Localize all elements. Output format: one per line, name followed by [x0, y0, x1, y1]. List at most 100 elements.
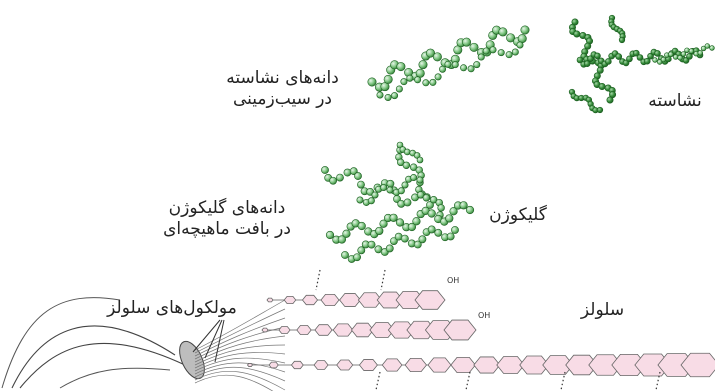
- starch-label: نشاسته: [648, 91, 702, 111]
- glucose-bead: [375, 226, 384, 236]
- glucose-bead: [407, 222, 417, 232]
- glucose-bead: [594, 52, 601, 60]
- glucose-bead: [686, 53, 693, 60]
- oh-label-2: OH: [478, 311, 490, 320]
- glucose-bead: [520, 25, 530, 35]
- glucose-bead: [583, 60, 591, 67]
- glucose-ring: [404, 357, 428, 373]
- glucose-ring: [332, 323, 354, 337]
- glucose-bead: [427, 225, 436, 234]
- microfibril: [194, 326, 286, 360]
- glucose-bead: [389, 237, 398, 245]
- fiber-strand: [1, 297, 121, 389]
- glycogen-granule: [321, 141, 475, 263]
- glucose-bead: [432, 52, 442, 62]
- glucose-bead: [389, 213, 398, 222]
- glucose-bead: [618, 36, 626, 44]
- glucose-bead: [402, 161, 411, 169]
- glucose-bead: [517, 34, 527, 44]
- glucose-bead: [412, 217, 421, 226]
- glucose-ring: [443, 319, 477, 341]
- glucose-bead: [397, 199, 406, 208]
- glucose-bead: [353, 253, 361, 262]
- glucose-bead: [498, 27, 508, 37]
- glucose-bead: [596, 106, 604, 114]
- pointer-line: [214, 319, 225, 363]
- glucose-bead: [321, 166, 329, 174]
- glucose-bead: [445, 214, 454, 223]
- cellulose-fiber: [1, 297, 286, 391]
- hydrogen-bond: [315, 269, 321, 291]
- potato-starch-label: دانه‌های نشاسته در سیب‌زمینی: [226, 68, 339, 109]
- glucose-bead: [677, 55, 683, 61]
- glucose-ring: [261, 327, 269, 333]
- glucose-bead: [684, 47, 690, 53]
- glucose-ring: [450, 356, 476, 374]
- glucose-ring: [278, 326, 291, 334]
- glucose-bead: [437, 204, 445, 212]
- glucose-bead: [465, 205, 475, 215]
- glucose-bead: [329, 176, 337, 185]
- fiber-outline: [19, 342, 186, 389]
- glucose-bead: [584, 42, 592, 50]
- glucose-bead: [343, 168, 352, 177]
- glucose-bead: [451, 61, 459, 69]
- glucose-bead: [449, 207, 458, 216]
- glucose-ring: [313, 360, 329, 370]
- fiber-strand: [59, 367, 171, 389]
- glucose-ring: [314, 324, 333, 336]
- microfibril: [194, 344, 286, 366]
- glucose-bead: [413, 240, 422, 249]
- fiber-outline: [11, 325, 176, 389]
- glucose-bead: [654, 50, 661, 57]
- potato-starch-granule: [367, 25, 530, 101]
- microfibril: [194, 362, 286, 375]
- glucose-ring: [268, 361, 279, 369]
- glucose-bead: [672, 54, 679, 60]
- glucose-bead: [489, 46, 497, 54]
- glucose-ring: [290, 360, 304, 370]
- glucose-bead: [416, 176, 424, 184]
- glucose-bead: [660, 56, 667, 63]
- glucose-bead: [354, 172, 362, 180]
- pointer-line: [192, 319, 221, 353]
- glucose-bead: [379, 219, 388, 228]
- glucose-bead: [391, 92, 399, 100]
- glucose-bead: [341, 251, 349, 259]
- glucose-bead: [349, 167, 358, 176]
- glucose-bead: [596, 66, 604, 74]
- glucose-bead: [357, 221, 366, 231]
- glucose-bead: [573, 30, 581, 38]
- glucose-bead: [403, 148, 411, 156]
- glucose-bead: [439, 65, 447, 73]
- glucose-bead: [462, 37, 472, 47]
- glucose-bead: [410, 174, 418, 182]
- glucose-bead: [444, 60, 452, 68]
- hydrogen-bond: [655, 371, 661, 391]
- glucose-bead: [632, 49, 640, 57]
- glucose-bead: [434, 73, 442, 81]
- glucose-bead: [357, 180, 365, 189]
- glucose-bead: [697, 50, 703, 56]
- pointer-line: [204, 319, 223, 359]
- glucose-bead: [422, 79, 430, 87]
- glucose-bead: [598, 83, 606, 91]
- glucose-bead: [680, 51, 687, 57]
- glucose-bead: [429, 78, 437, 86]
- glucose-bead: [459, 201, 468, 210]
- glucose-bead: [446, 232, 455, 241]
- glucose-bead: [376, 91, 384, 99]
- glucose-ring: [414, 290, 446, 310]
- glucose-ring: [296, 325, 312, 335]
- glucose-bead: [425, 48, 435, 58]
- glucose-ring: [427, 357, 452, 373]
- glucose-bead: [380, 184, 388, 192]
- glucose-bead: [325, 230, 335, 240]
- glucose-bead: [414, 76, 422, 84]
- glucose-bead: [511, 48, 519, 56]
- glucose-bead: [406, 74, 414, 82]
- glucose-ring: [283, 296, 297, 304]
- glucose-bead: [385, 244, 394, 253]
- starch-chain: [568, 14, 715, 114]
